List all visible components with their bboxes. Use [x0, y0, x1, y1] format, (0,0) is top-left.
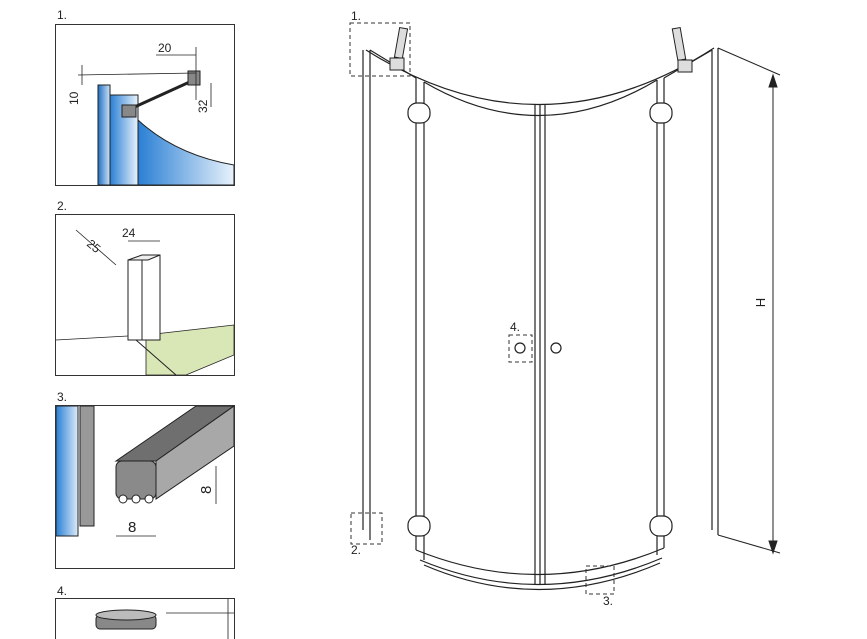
detail-3-dim-width: 8	[128, 519, 136, 536]
detail-1-dim-32: 32	[196, 99, 210, 113]
callout-3: 3.	[603, 594, 614, 608]
callout-2: 2.	[351, 543, 362, 557]
height-dimension-label: H	[753, 297, 769, 308]
callout-4: 4.	[510, 320, 521, 334]
detail-3-label: 3.	[57, 390, 68, 404]
callout-1: 1.	[351, 9, 362, 23]
detail-2-floor-profile: 25 24	[55, 214, 235, 376]
detail-1-dim-20: 20	[158, 41, 172, 55]
detail-2-dim-24: 24	[122, 226, 136, 240]
detail-3-seal-profile: 8 8	[55, 405, 235, 569]
detail-1-dim-10: 10	[67, 91, 81, 105]
detail-1-label: 1.	[57, 8, 68, 22]
detail-2-label: 2.	[57, 199, 68, 213]
detail-1-wall-bracket: 20 10 32	[55, 24, 235, 186]
detail-3-dim-height: 8	[198, 486, 215, 494]
detail-4-label: 4.	[57, 584, 68, 598]
